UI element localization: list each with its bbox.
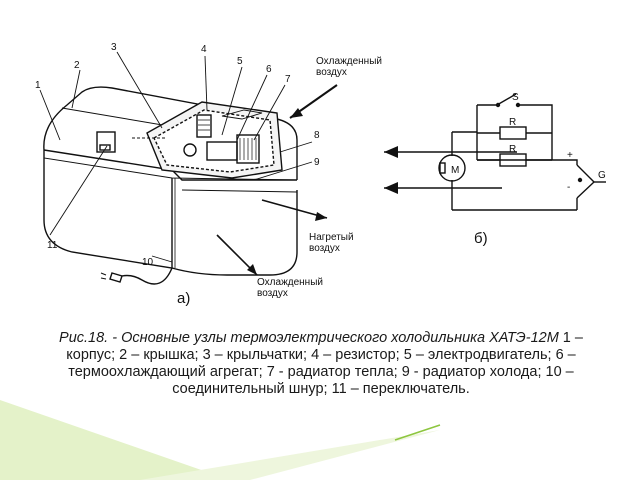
label-9: 9: [314, 157, 320, 168]
heated-air-line1: Нагретый: [309, 232, 354, 243]
label-8: 8: [314, 130, 320, 141]
motor-label: M: [451, 165, 459, 176]
label-3: 3: [111, 42, 117, 53]
generator-label: G: [598, 170, 606, 181]
cooled-air-top-line2: воздух: [316, 67, 347, 78]
cooled-air-bottom-line1: Охлажденный: [257, 277, 323, 288]
label-2: 2: [74, 60, 80, 71]
figure-b-letter: б): [474, 230, 488, 247]
caption-title: Рис.18. - Основные узлы термоэлектрическ…: [59, 330, 559, 346]
figure-a-letter: а): [177, 290, 190, 307]
label-10: 10: [142, 257, 154, 268]
figure-refrigerator: 1 2 3 4 5 6 7 8 9 10 11 Охлажденный возд…: [22, 30, 619, 320]
label-4: 4: [201, 44, 207, 55]
label-6: 6: [266, 64, 272, 75]
heated-air-line2: воздух: [309, 243, 340, 254]
label-11: 11: [47, 240, 58, 251]
plus-label: +: [567, 150, 573, 161]
switch-label: S: [512, 92, 519, 103]
minus-label: -: [567, 182, 570, 193]
label-5: 5: [237, 56, 243, 67]
figure-caption: Рис.18. - Основные узлы термоэлектрическ…: [36, 330, 606, 398]
label-7: 7: [285, 74, 291, 85]
label-1: 1: [35, 80, 41, 91]
resistor-top-label: R: [509, 117, 516, 128]
caption-text: 1 – корпус; 2 – крышка; 3 – крыльчатки; …: [66, 330, 583, 397]
cooled-air-bottom-line2: воздух: [257, 288, 288, 299]
figure-drawing: 1 2 3 4 5 6 7 8 9 10 11 Охлажденный возд…: [35, 42, 606, 307]
resistor-bottom-label: R: [509, 144, 516, 155]
cooled-air-top-line1: Охлажденный: [316, 56, 382, 67]
